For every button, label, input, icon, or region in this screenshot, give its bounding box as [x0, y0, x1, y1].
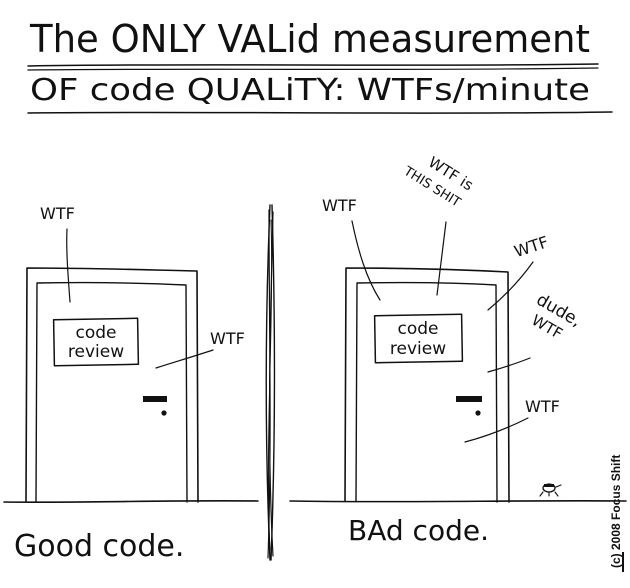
right-door-sign — [373, 313, 464, 364]
left-door-handle — [143, 396, 167, 402]
right-panel: code review WTF WTF is THIS SHIT WTF dud… — [289, 153, 627, 547]
right-wtf-right: WTF — [512, 232, 551, 261]
left-wtf-top: WTF — [40, 204, 75, 223]
right-wtf-right-pointer — [487, 261, 534, 311]
right-caption: BAd code. — [348, 514, 489, 547]
right-wtf-is-this-shit: WTF is THIS SHIT — [400, 153, 477, 211]
right-door-handle — [456, 396, 482, 402]
left-wtf-right: WTF — [210, 329, 245, 348]
left-caption: Good code. — [14, 529, 184, 564]
right-wtf-bottom: WTF — [525, 397, 560, 416]
left-floor-line — [3, 499, 259, 504]
copyright-notice: (c) 2008 Focus Shift — [609, 455, 623, 568]
left-sign-line-2: review — [68, 342, 124, 362]
left-wtf-right-pointer — [155, 349, 214, 369]
right-sign-line-2: review — [390, 339, 446, 359]
left-sign-line-1: code — [76, 323, 117, 343]
left-door-sign — [52, 317, 140, 367]
panel-divider — [265, 204, 276, 561]
right-wtf-is-pointer — [436, 221, 447, 296]
right-wtf-top-left: WTF — [322, 196, 357, 215]
bug-doodle — [539, 483, 562, 497]
right-dude-wtf: dude, WTF — [528, 290, 584, 343]
right-sign-line-1: code — [398, 319, 439, 339]
right-wtf-bottom-pointer — [464, 417, 529, 443]
title-line-1: The ONLY VALid measurement — [29, 17, 590, 61]
right-door-frame-inner — [355, 281, 498, 503]
right-floor-line — [289, 499, 627, 503]
left-panel: code review WTF WTF Good code. — [3, 204, 259, 564]
left-door-frame-inner — [35, 281, 188, 503]
right-door-frame-outer — [344, 267, 510, 503]
right-door-keyhole — [475, 410, 481, 416]
title-underline-1b — [27, 67, 599, 71]
title-line-2: OF code QUALiTY: WTFs/minute — [30, 73, 590, 108]
left-door-keyhole — [161, 410, 167, 416]
left-door-frame-outer — [25, 267, 199, 503]
title-underline-1 — [27, 63, 599, 67]
title-underline-2 — [27, 111, 613, 114]
right-wtf-top-left-pointer — [351, 220, 381, 301]
left-wtf-top-pointer — [66, 228, 71, 303]
title-block: The ONLY VALid measurement OF code QUALi… — [27, 17, 613, 114]
copyright-bar — [622, 552, 624, 572]
right-dude-wtf-pointer — [487, 357, 531, 373]
